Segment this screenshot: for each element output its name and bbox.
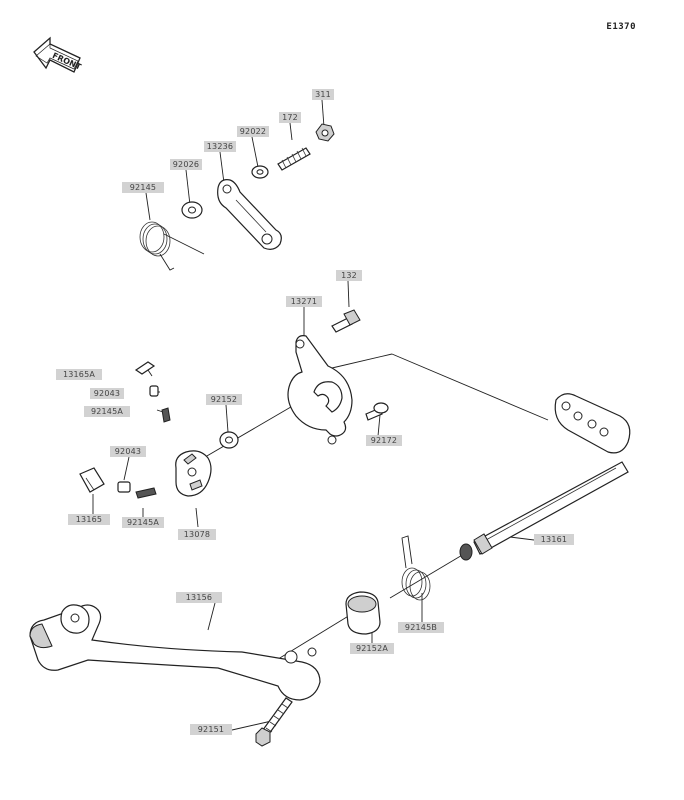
bolt-132: [331, 309, 361, 333]
pin-13165a: [134, 361, 156, 375]
spring-92145a-lower: [135, 487, 157, 499]
label-13236: 13236: [204, 141, 236, 152]
collar-92152a: [345, 591, 381, 635]
spring-92145b: [401, 535, 431, 601]
label-92152: 92152: [206, 394, 242, 405]
label-92145a-spring: 92145A: [84, 406, 130, 417]
leader-lines: [92, 99, 549, 731]
spring-172: [277, 147, 311, 171]
pin-92043-upper: [149, 385, 159, 397]
label-13156: 13156: [176, 592, 222, 603]
washer-92152: [219, 431, 239, 449]
label-92152a: 92152A: [350, 643, 394, 654]
label-132: 132: [336, 270, 362, 281]
washer-92026: [181, 201, 203, 219]
screw-92172: [365, 402, 389, 421]
label-92043-upper: 92043: [90, 388, 124, 399]
label-92022: 92022: [237, 126, 269, 137]
pin-92043-lower: [117, 481, 131, 493]
washer-92022: [251, 165, 269, 179]
label-92145a: 92145A: [122, 517, 164, 528]
spring-92145a-upper: [161, 407, 171, 423]
spring-92145: [139, 221, 205, 271]
label-92026: 92026: [170, 159, 202, 170]
front-arrow-icon: FRONT: [33, 36, 83, 73]
label-311: 311: [312, 89, 334, 100]
label-13161: 13161: [534, 534, 574, 545]
pedal-lever-13156: [29, 604, 321, 701]
label-172: 172: [279, 112, 301, 123]
nut-311: [315, 123, 335, 142]
label-92172: 92172: [366, 435, 402, 446]
label-92151: 92151: [190, 724, 232, 735]
pawl-13165: [79, 467, 105, 493]
label-13078: 13078: [178, 529, 216, 540]
link-arm-13236: [217, 179, 282, 250]
label-13271: 13271: [286, 296, 322, 307]
label-13165a: 13165A: [56, 369, 102, 380]
plate-13271: [287, 335, 353, 445]
label-92145b: 92145B: [398, 622, 444, 633]
label-13165: 13165: [68, 514, 110, 525]
bolt-92151: [255, 697, 293, 747]
shaft-13161: [459, 393, 631, 561]
label-92043-lower: 92043: [110, 446, 146, 457]
drum-13078: [175, 450, 212, 497]
diagram-code: E1370: [606, 22, 636, 32]
label-92145: 92145: [122, 182, 164, 193]
